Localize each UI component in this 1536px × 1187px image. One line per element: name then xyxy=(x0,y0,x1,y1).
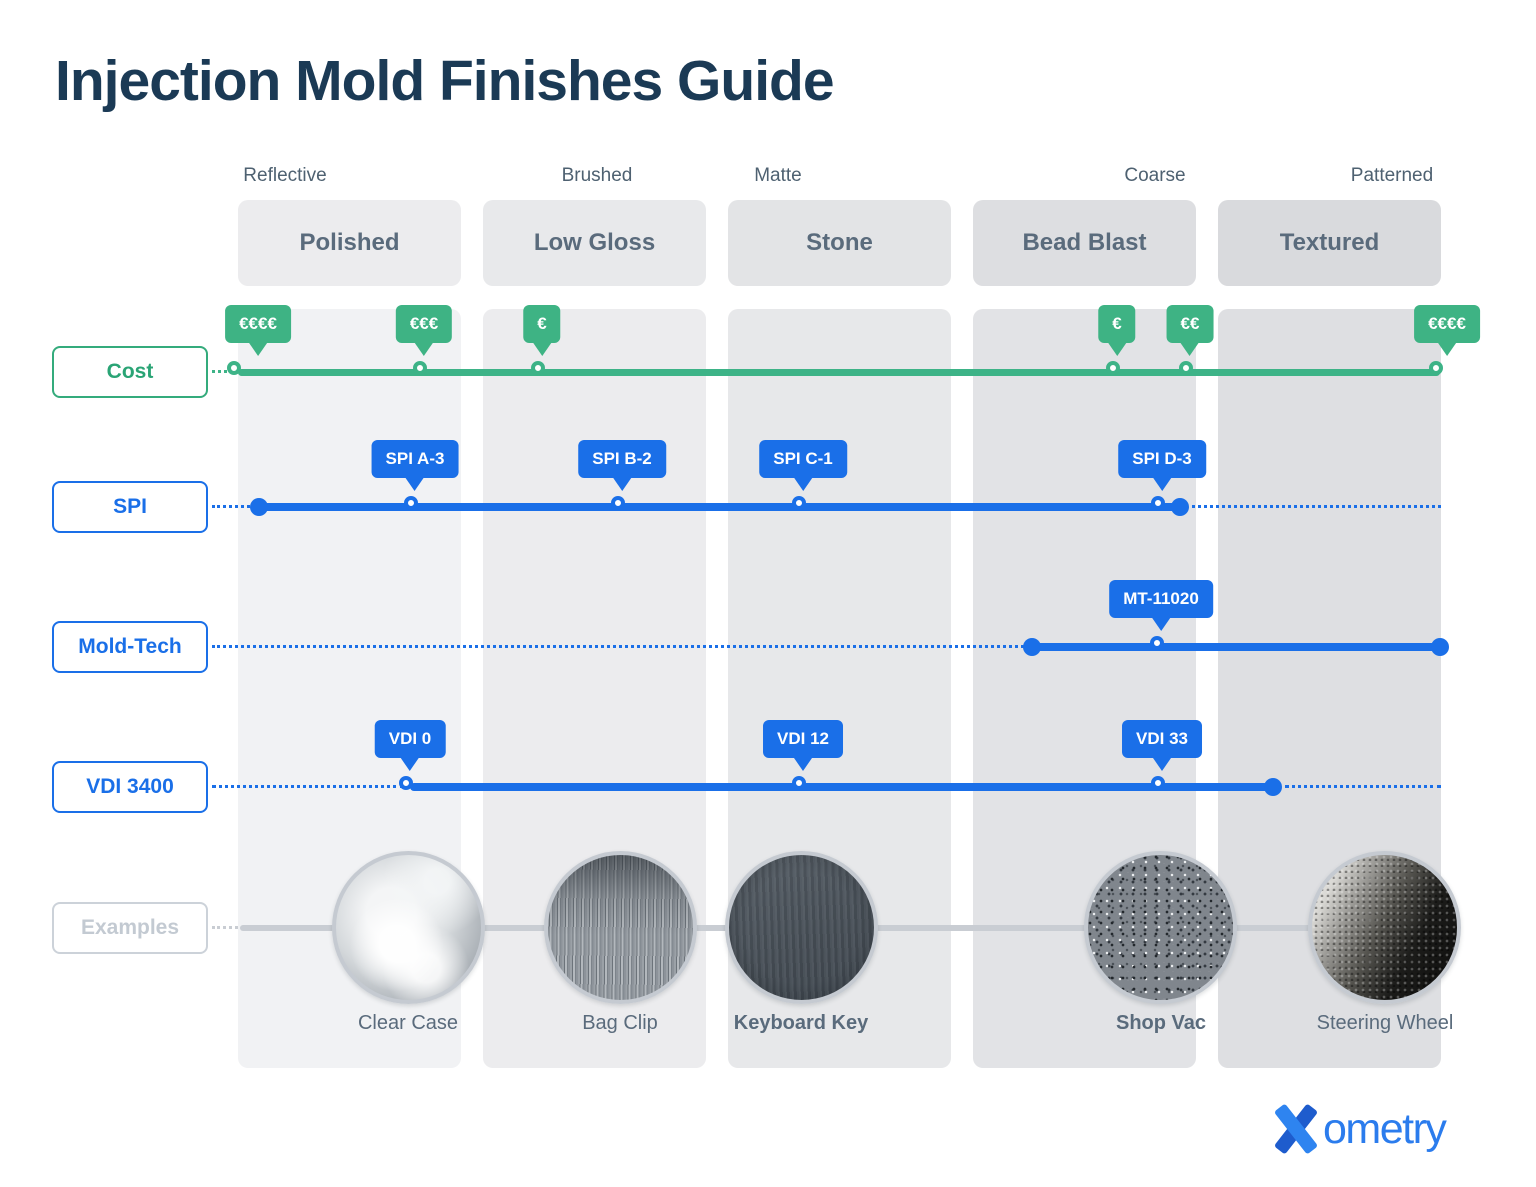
example-image-bag-clip xyxy=(544,851,697,1004)
column-header-low-gloss: Low Gloss xyxy=(483,200,706,286)
example-image-clear-case xyxy=(332,851,485,1004)
cost-marker-1 xyxy=(227,361,241,375)
xometry-logo: ometry xyxy=(1272,1098,1447,1160)
spi-line xyxy=(259,503,1180,511)
spi-start-dot xyxy=(250,498,268,516)
vdi-end-dot xyxy=(1264,778,1282,796)
surface-label-matte: Matte xyxy=(754,165,802,186)
surface-label-brushed: Brushed xyxy=(561,165,633,186)
spi-tooltip-d3: SPI D-3 xyxy=(1118,440,1206,478)
mold-tech-end-dot xyxy=(1431,638,1449,656)
cost-tooltip-2: €€€ xyxy=(395,305,453,343)
surface-label-coarse: Coarse xyxy=(1124,165,1186,186)
mold-tech-leader-dotted-line xyxy=(212,645,1024,648)
example-caption-bag-clip: Bag Clip xyxy=(582,1012,658,1034)
example-image-steering-wheel xyxy=(1308,851,1461,1004)
spi-tooltip-c1: SPI C-1 xyxy=(759,440,847,478)
vdi-tooltip-12: VDI 12 xyxy=(763,720,843,758)
spi-leader-dotted-line xyxy=(212,505,255,508)
cost-tooltip-3: € xyxy=(523,305,561,343)
column-header-bead-blast: Bead Blast xyxy=(973,200,1196,286)
row-label-vdi-3400: VDI 3400 xyxy=(52,761,208,813)
example-caption-clear-case: Clear Case xyxy=(357,1012,459,1034)
vdi-leader-dotted-line xyxy=(212,785,404,788)
mold-tech-line xyxy=(1032,643,1440,651)
row-label-cost: Cost xyxy=(52,346,208,398)
row-label-examples: Examples xyxy=(52,902,208,954)
example-image-shop-vac xyxy=(1084,851,1237,1004)
column-header-stone: Stone xyxy=(728,200,951,286)
surface-label-patterned: Patterned xyxy=(1350,165,1434,186)
vdi-line xyxy=(410,783,1273,791)
cost-line xyxy=(238,369,1440,376)
mold-tech-start-dot xyxy=(1023,638,1041,656)
cost-tooltip-1: €€€€ xyxy=(225,305,291,343)
xometry-x-icon xyxy=(1272,1098,1320,1160)
example-image-keyboard-key xyxy=(725,851,878,1004)
row-label-spi: SPI xyxy=(52,481,208,533)
cost-tooltip-6: €€€€ xyxy=(1414,305,1480,343)
vdi-tooltip-33: VDI 33 xyxy=(1122,720,1202,758)
spi-tooltip-a3: SPI A-3 xyxy=(371,440,459,478)
spi-end-dot xyxy=(1171,498,1189,516)
example-caption-steering-wheel: Steering Wheel xyxy=(1316,1012,1454,1034)
column-header-polished: Polished xyxy=(238,200,461,286)
mold-tech-tooltip: MT-11020 xyxy=(1109,580,1213,618)
spi-trailing-dotted-line xyxy=(1192,505,1441,508)
page-title: Injection Mold Finishes Guide xyxy=(55,49,835,113)
column-header-textured: Textured xyxy=(1218,200,1441,286)
row-label-mold-tech: Mold-Tech xyxy=(52,621,208,673)
examples-leader-dotted-line xyxy=(212,926,238,929)
example-caption-shop-vac: Shop Vac xyxy=(1115,1012,1207,1034)
example-caption-keyboard-key: Keyboard Key xyxy=(733,1012,869,1034)
xometry-logo-text: ometry xyxy=(1323,1105,1447,1153)
vdi-tooltip-0: VDI 0 xyxy=(374,720,446,758)
cost-tooltip-5: €€ xyxy=(1166,305,1214,343)
cost-tooltip-4: € xyxy=(1098,305,1136,343)
spi-tooltip-b2: SPI B-2 xyxy=(578,440,666,478)
surface-label-reflective: Reflective xyxy=(243,165,327,186)
cost-leader-dotted-line xyxy=(212,370,239,373)
vdi-trailing-dotted-line xyxy=(1285,785,1441,788)
